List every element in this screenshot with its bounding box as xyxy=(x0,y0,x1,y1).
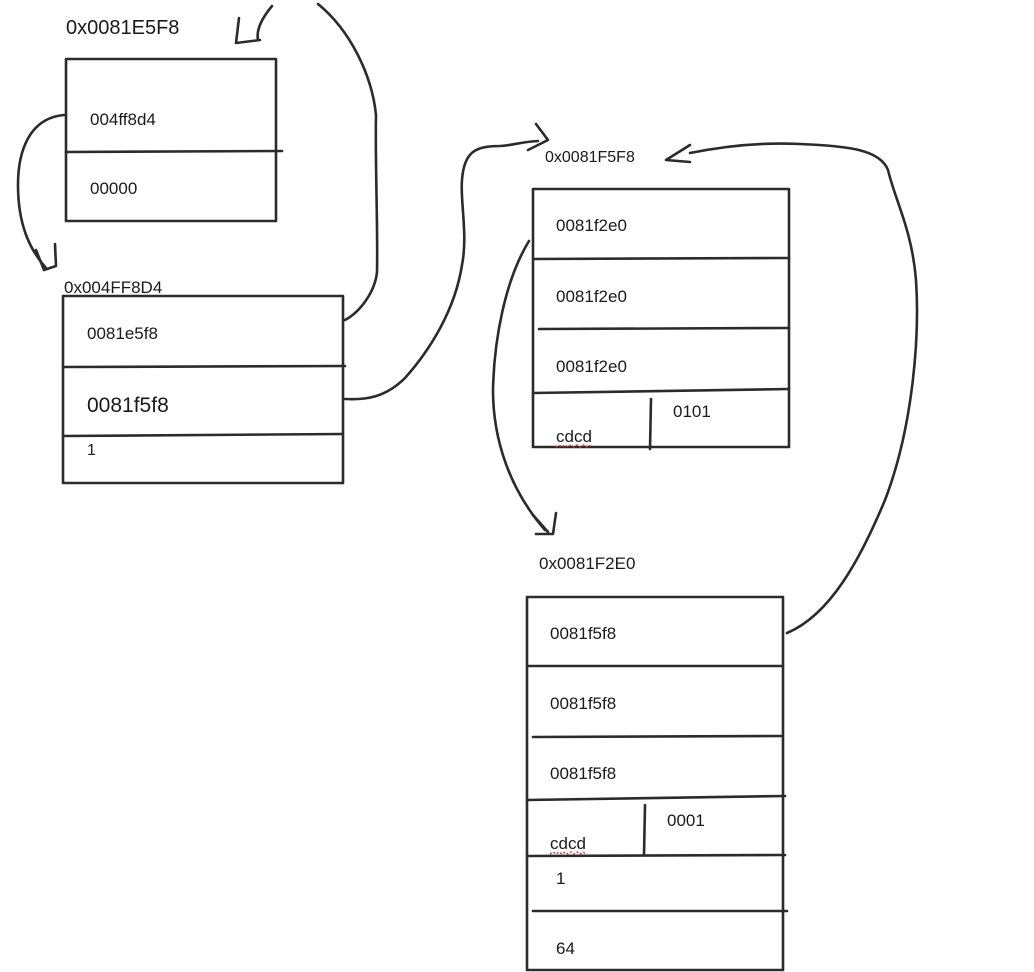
node-3-divider-1 xyxy=(531,256,791,261)
node-2-divider-1 xyxy=(61,364,347,369)
arrow-node2-to-node1-head xyxy=(234,4,274,45)
node-4-field-0: 0081f5f8 xyxy=(550,624,616,643)
node-3-split-divider xyxy=(648,397,653,451)
node-4-field-1: 0081f5f8 xyxy=(550,694,616,713)
node-2-address: 0x004FF8D4 xyxy=(64,278,162,297)
node-3-split-right: 0101 xyxy=(673,402,711,421)
node-2-field-2: 1 xyxy=(87,442,96,459)
node-4-divider-3 xyxy=(525,794,787,802)
node-3: 0x0081F5F8 0081f2e0 0081f2e0 0081f2e0 cd… xyxy=(531,149,791,451)
arrow-node2-to-node3 xyxy=(343,122,550,401)
arrow-node2-to-node1 xyxy=(234,2,379,322)
node-4-field-2: 0081f5f8 xyxy=(550,764,616,783)
node-4: 0x0081F2E0 0081f5f8 0081f5f8 0081f5f8 cd… xyxy=(525,554,789,972)
node-2-field-0: 0081e5f8 xyxy=(87,324,158,343)
node-2: 0x004FF8D4 0081e5f8 0081f5f8 1 xyxy=(61,278,347,485)
node-4-divider-4 xyxy=(525,853,787,858)
node-3-spellcheck-underline xyxy=(555,444,593,448)
node-4-tail-0: 1 xyxy=(556,869,565,888)
node-3-field-2: 0081f2e0 xyxy=(556,357,627,376)
node-4-box xyxy=(525,595,785,972)
arrow-node2-to-node1-curve xyxy=(316,2,379,322)
arrow-node3-to-node4-head xyxy=(531,511,558,536)
arrow-node1-to-node2-curve xyxy=(16,113,66,270)
arrow-node4-to-node3-head xyxy=(664,143,692,164)
arrow-node4-to-node3 xyxy=(664,142,919,635)
node-3-split-left: cdcd xyxy=(556,427,592,446)
arrow-node4-to-node3-curve xyxy=(688,142,919,635)
node-1-divider xyxy=(64,149,284,154)
arrow-node3-to-node4-curve xyxy=(491,239,547,532)
node-1-field-1: 00000 xyxy=(90,179,137,198)
node-2-field-1: 0081f5f8 xyxy=(87,394,169,417)
node-4-split-divider xyxy=(642,803,647,857)
node-3-field-0: 0081f2e0 xyxy=(556,216,627,235)
arrow-node3-to-node4 xyxy=(491,239,558,536)
arrow-node2-to-node3-curve xyxy=(343,139,540,401)
node-4-split-left: cdcd xyxy=(550,834,586,853)
node-3-divider-2 xyxy=(537,326,791,331)
node-2-box xyxy=(61,294,345,485)
node-2-divider-2 xyxy=(61,432,345,438)
node-4-address: 0x0081F2E0 xyxy=(539,554,635,573)
arrow-node2-to-node3-head xyxy=(526,122,550,152)
node-1-address: 0x0081E5F8 xyxy=(66,17,179,39)
node-3-address: 0x0081F5F8 xyxy=(545,149,635,166)
node-4-spellcheck-underline xyxy=(549,851,587,855)
node-1: 0x0081E5F8 004ff8d4 00000 xyxy=(64,17,284,223)
node-1-field-0: 004ff8d4 xyxy=(90,110,156,129)
node-3-box xyxy=(531,187,791,449)
node-1-box xyxy=(64,57,278,223)
node-4-divider-2 xyxy=(531,734,785,739)
node-4-tail-1: 64 xyxy=(556,939,575,958)
node-4-split-right: 0001 xyxy=(667,811,705,830)
arrow-node1-to-node2 xyxy=(16,113,66,272)
node-3-divider-3 xyxy=(531,387,791,395)
arrow-node1-to-node2-head xyxy=(34,242,58,272)
node-3-field-1: 0081f2e0 xyxy=(556,287,627,306)
